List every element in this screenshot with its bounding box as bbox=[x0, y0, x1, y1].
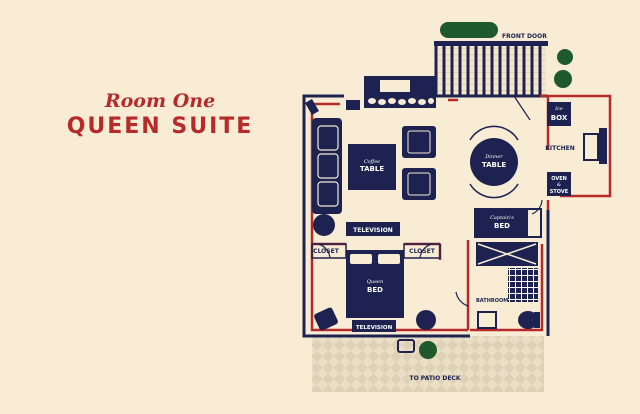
bathroom-tiles bbox=[508, 268, 538, 302]
armchair-cushions bbox=[407, 130, 431, 196]
dinner-label-2: TABLE bbox=[482, 161, 506, 169]
ottoman bbox=[313, 214, 335, 236]
bathroom-label: BATHROOM bbox=[476, 298, 508, 304]
toilet-tank bbox=[534, 312, 540, 328]
queen-pillow-left bbox=[350, 254, 372, 264]
room-subtitle: QUEEN SUITE bbox=[66, 114, 254, 139]
oven-stove bbox=[547, 172, 571, 196]
queen-label-1: Queen bbox=[367, 279, 383, 285]
coffee-label-1: Coffee bbox=[364, 159, 380, 165]
ice-box bbox=[547, 102, 571, 126]
closet-left-label: CLOSET bbox=[313, 248, 340, 255]
hedge bbox=[440, 22, 498, 38]
patio-label: TO PATIO DECK bbox=[410, 375, 461, 382]
hearth-stones bbox=[368, 98, 434, 105]
sofa-cushions bbox=[317, 125, 339, 207]
dinner-chairs bbox=[469, 125, 519, 199]
coffee-table bbox=[348, 144, 396, 190]
television-living bbox=[346, 222, 400, 236]
sofa bbox=[312, 118, 342, 214]
bedroom-chair bbox=[314, 307, 338, 331]
captains-label-2: BED bbox=[494, 222, 510, 230]
oven-label-3: STOVE bbox=[550, 189, 569, 195]
front-door-label: FRONT DOOR bbox=[502, 33, 547, 40]
shrub-patio bbox=[419, 341, 437, 359]
bath-sink bbox=[477, 311, 497, 329]
television-bedroom bbox=[352, 320, 396, 332]
door-swings bbox=[317, 95, 543, 307]
captains-pillow bbox=[528, 210, 540, 236]
shower-x bbox=[477, 243, 537, 265]
room-title: Room One bbox=[104, 90, 216, 112]
ice-box-label-2: BOX bbox=[551, 114, 568, 122]
toilet bbox=[518, 311, 538, 329]
shrub-top bbox=[557, 49, 573, 65]
oven-label-2: & bbox=[557, 182, 562, 188]
kitchen-label: KITCHEN bbox=[545, 145, 575, 152]
television-label-2: TELEVISION bbox=[356, 325, 393, 331]
counter bbox=[599, 128, 607, 164]
television-label-1: TELEVISION bbox=[353, 227, 393, 234]
patio-chair bbox=[397, 339, 415, 353]
porch-railing bbox=[434, 44, 542, 96]
shrub-bottom bbox=[554, 70, 572, 88]
side-table bbox=[346, 100, 360, 110]
exterior-walls bbox=[302, 94, 550, 338]
armchairs bbox=[402, 126, 436, 200]
queen-pillow-right bbox=[378, 254, 400, 264]
coffee-label-2: TABLE bbox=[360, 165, 384, 173]
captains-label-1: Captain's bbox=[490, 215, 514, 221]
dinner-label-1: Dinner bbox=[484, 154, 503, 160]
bedroom-ottoman bbox=[416, 310, 436, 330]
sink bbox=[583, 133, 599, 161]
corner-lamp bbox=[305, 98, 319, 116]
ice-box-label-1: Ice bbox=[554, 106, 563, 112]
queen-label-2: BED bbox=[367, 286, 383, 294]
porch-beam bbox=[434, 41, 548, 46]
dinner-table bbox=[470, 138, 518, 186]
oven-label-1: OVEN bbox=[551, 176, 567, 182]
fireplace-opening bbox=[380, 80, 410, 92]
